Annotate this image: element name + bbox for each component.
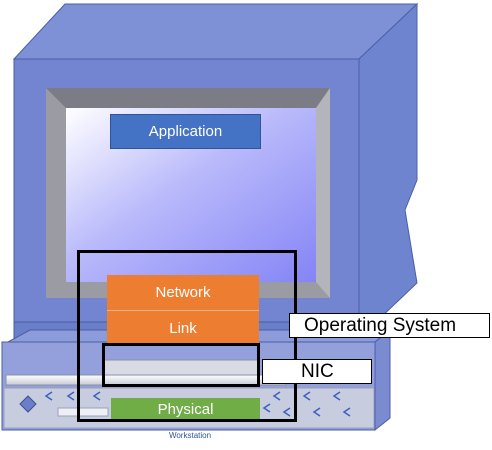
network-layer-box: Network — [107, 275, 259, 311]
operating-system-callout: Operating System — [289, 313, 490, 338]
power-button-icon — [19, 395, 37, 413]
chevron-pattern — [44, 391, 351, 417]
application-layer-label: Application — [148, 123, 223, 140]
nic-callout: NIC — [262, 359, 372, 384]
nic-callout-text: NIC — [301, 360, 334, 382]
screen-frame-side — [316, 88, 330, 298]
physical-layer-label: Physical — [157, 401, 214, 418]
application-layer-box: Application — [110, 114, 261, 149]
front-slot — [57, 407, 109, 417]
physical-layer-box: Physical — [111, 398, 260, 421]
operating-system-outline — [77, 250, 297, 422]
system-unit-side — [374, 328, 391, 432]
link-layer-box: Link — [107, 311, 259, 346]
link-layer-label: Link — [169, 320, 197, 337]
nic-outline — [102, 343, 260, 387]
operating-system-callout-text: Operating System — [304, 314, 457, 336]
network-layer-label: Network — [155, 284, 211, 301]
screen-frame-shadow — [46, 88, 330, 108]
monitor-side-face — [358, 2, 418, 340]
workstation-caption: Workstation — [168, 431, 212, 440]
monitor-top-face — [12, 3, 419, 60]
